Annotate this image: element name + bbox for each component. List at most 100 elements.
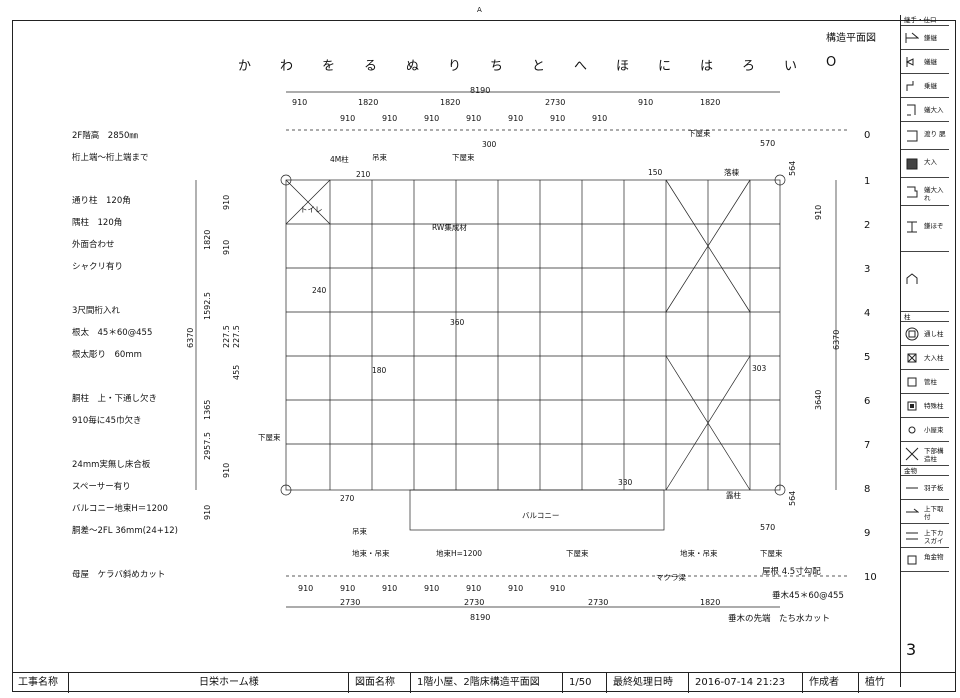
- row-label: 2: [864, 220, 871, 231]
- note: 2F階高 2850㎜: [72, 131, 138, 141]
- author-label: 作成者: [802, 673, 858, 693]
- joint-icon: [905, 57, 914, 67]
- plan-label: 地束・吊束: [680, 549, 718, 558]
- dim: 910: [424, 114, 440, 123]
- column-label: を: [322, 59, 336, 74]
- cross-icon: [905, 447, 919, 461]
- plan-label: 303: [752, 364, 767, 373]
- column-label: り: [448, 59, 462, 74]
- dim: 910: [424, 584, 440, 593]
- legend-item: 上下カスガイ: [901, 523, 949, 548]
- note: 通り柱 120角: [72, 196, 131, 206]
- row-label: 10: [864, 572, 877, 583]
- top-mark: A: [477, 6, 482, 14]
- legend-item: 蟻大入: [901, 97, 949, 122]
- column-label: は: [700, 59, 714, 74]
- dim: 910: [340, 114, 356, 123]
- dim: 1820: [440, 98, 461, 107]
- column-icon: [907, 377, 917, 387]
- column-label: ぬ: [406, 59, 420, 74]
- plan-label: 吊束: [352, 527, 367, 536]
- plan-label: 吊束: [372, 153, 387, 162]
- date-value: 2016-07-14 21:23: [688, 673, 802, 693]
- row-label: 6: [864, 396, 871, 407]
- dim: 2730: [340, 598, 361, 607]
- roof-note: 屋根 4.5寸勾配: [762, 567, 821, 577]
- metal-icon: [906, 487, 918, 489]
- column-label: い: [784, 59, 798, 74]
- dim-total: 8190: [470, 613, 491, 622]
- row-label: 5: [864, 352, 871, 363]
- drawing-label: 図面名称: [348, 673, 410, 693]
- author-value: 植竹: [858, 673, 956, 693]
- note: 根太彫り 60mm: [72, 350, 142, 360]
- joint-icon: [907, 221, 917, 233]
- plan-label: 下屋束: [688, 129, 711, 138]
- title-block: 工事名称 日栄ホーム様 図面名称 1階小屋、2階床構造平面図 1/50 最終処理…: [12, 672, 956, 693]
- dim: 910: [382, 584, 398, 593]
- column-icon: [907, 401, 917, 411]
- row-label: 8: [864, 484, 871, 495]
- dim: 910: [592, 114, 608, 123]
- plan-label: 下屋束: [452, 153, 475, 162]
- dim: 910: [508, 114, 524, 123]
- metal-icon: [906, 508, 919, 513]
- note: 胴差～2FL 36mm(24+12): [72, 526, 178, 536]
- sheet-frame: [12, 20, 956, 692]
- plan-label: 下屋束: [258, 433, 281, 442]
- note: バルコニー地束H＝1200: [72, 504, 168, 514]
- legend-item: 蟻大入れ: [901, 177, 949, 206]
- post-icon: [908, 426, 916, 434]
- plan-label: 4M柱: [330, 155, 349, 164]
- note: 3尺間桁入れ: [72, 306, 120, 316]
- column-label: る: [364, 59, 378, 74]
- dim: 910: [466, 584, 482, 593]
- dim: 910: [298, 584, 314, 593]
- column-label: へ: [574, 59, 588, 74]
- metal-icon: [906, 532, 918, 540]
- legend-item: 管柱: [901, 369, 949, 394]
- note: 910毎に45巾欠き: [72, 416, 142, 426]
- row-label: 9: [864, 528, 871, 539]
- row-label: 4: [864, 308, 871, 319]
- legend-item: 乗継: [901, 73, 949, 98]
- plan-label: 下屋束: [760, 549, 783, 558]
- note: 桁上端～桁上端まで: [72, 153, 149, 163]
- dim-total: 8190: [470, 86, 491, 95]
- legend-section-columns: 柱: [904, 313, 911, 321]
- joint-icon: [907, 104, 916, 116]
- row-label: 1: [864, 176, 871, 187]
- joint-icon: [906, 273, 918, 284]
- legend-item: 大入柱: [901, 345, 949, 370]
- plan-label: 下屋束: [566, 549, 589, 558]
- page-number: 3: [906, 640, 917, 659]
- plan-label: 360: [450, 318, 465, 327]
- plan-label: 300: [482, 140, 497, 149]
- joint-icon: [906, 81, 914, 91]
- plan-label: 150: [648, 168, 663, 177]
- plan-label: 180: [372, 366, 387, 375]
- joint-icon: [906, 158, 918, 170]
- scale-value: 1/50: [562, 673, 606, 693]
- dim: 2730: [545, 98, 566, 107]
- plan-label: 210: [356, 170, 371, 179]
- project-label: 工事名称: [18, 677, 58, 688]
- note: 隅柱 120角: [72, 218, 123, 228]
- plan-label: 地束H=1200: [436, 549, 483, 558]
- legend-item: 特殊柱: [901, 393, 949, 418]
- column-label: と: [532, 59, 546, 74]
- dim: 910: [508, 584, 524, 593]
- plan-label: 落棟: [724, 168, 739, 177]
- dim: 910: [466, 114, 482, 123]
- joint-icon: [905, 32, 919, 43]
- dim: 910: [638, 98, 654, 107]
- column-label: に: [658, 59, 672, 74]
- plan-label: 270: [340, 494, 355, 503]
- dim: 910: [340, 584, 356, 593]
- legend-panel: 継手・仕口 鎌継 蟻継 乗継 蟻大入 渡り 腮 大入 蟻大入れ: [900, 15, 949, 687]
- metal-icon: [907, 555, 917, 565]
- joint-icon: [907, 186, 918, 198]
- legend-item: [901, 251, 949, 312]
- plan-label: 地束・吊束: [352, 549, 390, 558]
- column-label: O: [826, 55, 837, 70]
